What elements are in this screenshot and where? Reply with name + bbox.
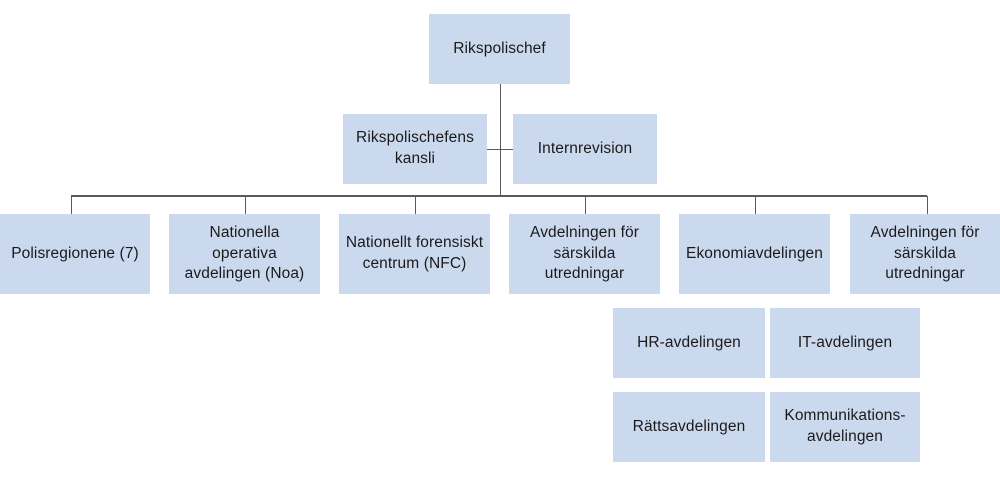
connector-stub-noa [244, 196, 247, 214]
node-rikspolischef[interactable]: Rikspolischef [429, 14, 570, 84]
node-nfc[interactable]: Nationellt forensiskt centrum (NFC) [339, 214, 490, 294]
node-kommunikationsavdelingen[interactable]: Kommunikations- avdelingen [770, 392, 920, 462]
node-ekonomiavdelingen[interactable]: Ekonomiavdelingen [679, 214, 830, 294]
connector-stub-nfc [414, 196, 417, 214]
node-sarskilda-utredningar-1[interactable]: Avdelningen för särskilda utredningar [509, 214, 660, 294]
node-hr-avdelingen[interactable]: HR-avdelingen [613, 308, 765, 378]
node-rattsavdelingen[interactable]: Rättsavdelingen [613, 392, 765, 462]
connector-row3-bus [71, 195, 927, 197]
node-internrevision[interactable]: Internrevision [513, 114, 657, 184]
connector-stub-sarskilda2 [926, 196, 929, 214]
node-noa[interactable]: Nationella operativa avdelingen (Noa) [169, 214, 320, 294]
node-rikspolischefens-kansli[interactable]: Rikspolischefens kansli [343, 114, 487, 184]
connector-stub-sarskilda1 [584, 196, 587, 214]
connector-stub-polisregionene [70, 196, 73, 214]
connector-kansli-internrevision [487, 148, 513, 151]
node-sarskilda-utredningar-2[interactable]: Avdelningen för särskilda utredningar [850, 214, 1000, 294]
connector-rikspolischef-trunk [499, 84, 502, 196]
connector-stub-ekonomi [754, 196, 757, 214]
node-it-avdelingen[interactable]: IT-avdelingen [770, 308, 920, 378]
node-polisregionene[interactable]: Polisregionene (7) [0, 214, 150, 294]
